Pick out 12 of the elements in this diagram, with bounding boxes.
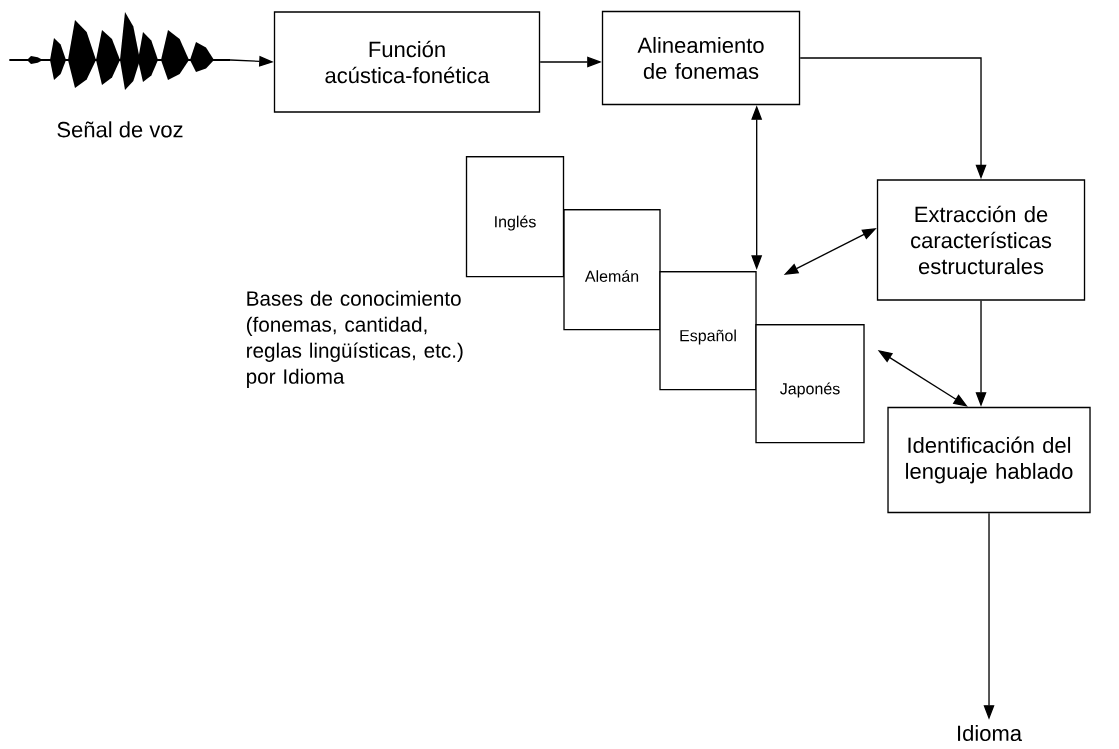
process-box: Función acústica-fonética [273,11,541,113]
note-text: Bases de conocimiento (fonemas, cantidad, reglas lingüísticas, etc.) por Idioma [246,290,463,388]
process-box: Extracción de características estructurales [876,179,1086,301]
database-cylinder: Español [659,271,757,391]
database-cylinder: Inglés [465,156,565,278]
database-cylinder: Japonés [755,324,865,444]
process-box: Identificación del lenguaje hablado [887,406,1091,514]
output-label: Idioma [958,724,1022,742]
picture [9,12,231,90]
database-cylinder: Alemán [563,209,661,331]
node-label: Señal de voz [57,121,183,138]
process-box: Alineamiento de fonemas [601,10,801,106]
